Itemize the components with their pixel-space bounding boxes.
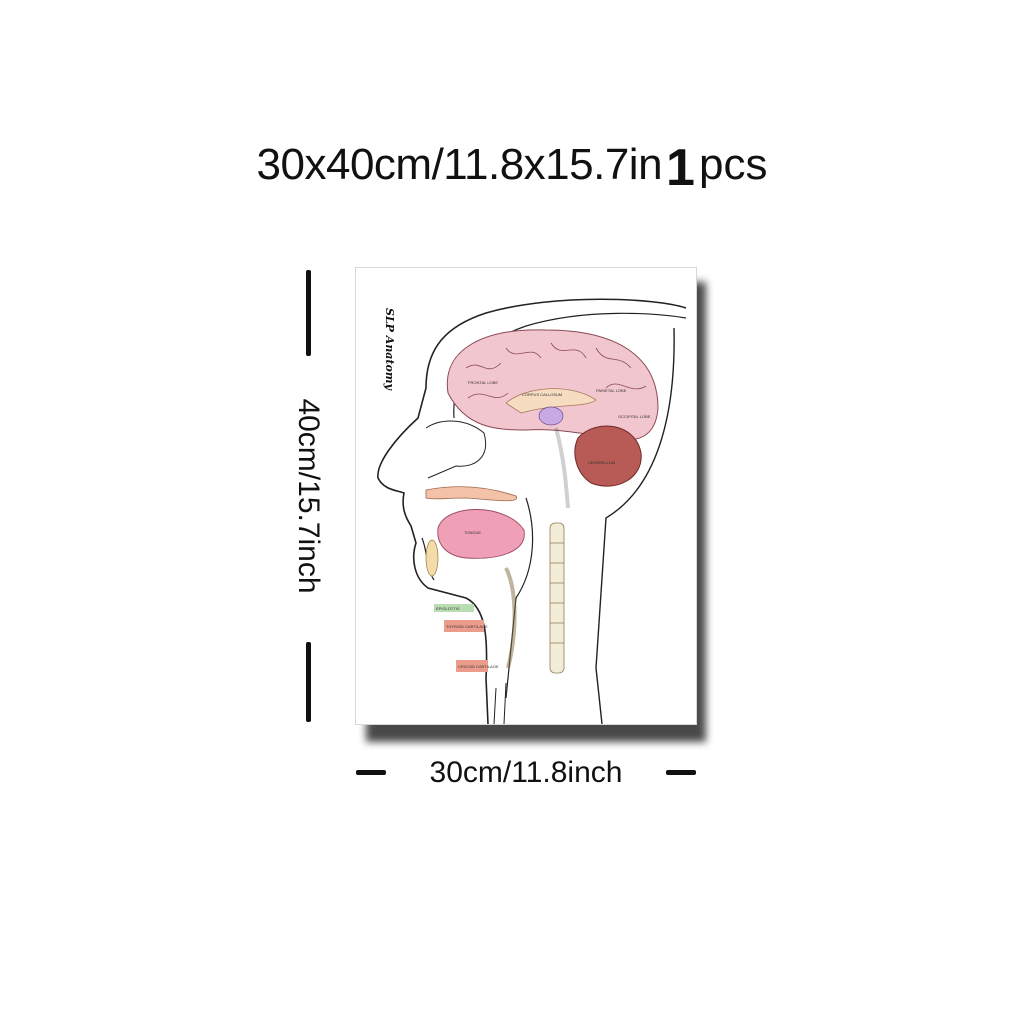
brainstem bbox=[554, 427, 570, 509]
height-dimension-bar-bottom bbox=[306, 642, 311, 722]
lower-lip bbox=[425, 539, 439, 577]
product-size-headline: 30x40cm/11.8x15.7in1pcs bbox=[0, 132, 1024, 197]
vertebrae bbox=[550, 542, 564, 644]
pharynx bbox=[505, 497, 534, 699]
brain-gyri bbox=[465, 342, 647, 399]
width-dimension-bar-left bbox=[356, 770, 386, 775]
neck-back-line bbox=[595, 327, 675, 724]
height-dimension: 40cm/15.7inch bbox=[280, 268, 340, 724]
label-epiglottis: EPIGLOTTIS bbox=[436, 606, 460, 611]
width-dimension-label: 30cm/11.8inch bbox=[429, 756, 623, 789]
size-text: 30x40cm/11.8x15.7in bbox=[256, 140, 663, 189]
label-occipital-lobe: OCCIPITAL LOBE bbox=[618, 414, 651, 419]
nasal-cavity bbox=[425, 420, 487, 479]
width-dimension: 30cm/11.8inch bbox=[356, 752, 696, 792]
quantity-number: 1 bbox=[666, 139, 695, 197]
width-dimension-bar-right bbox=[666, 770, 696, 775]
thyroid-tag bbox=[444, 620, 484, 632]
label-cerebellum: CEREBELLUM bbox=[588, 460, 615, 465]
cervical-spine bbox=[549, 522, 565, 674]
label-tongue: TONGUE bbox=[464, 530, 481, 535]
quantity-unit: pcs bbox=[698, 140, 768, 189]
height-dimension-bar-top bbox=[306, 270, 311, 356]
label-thyroid-cartilage: THYROID CARTILAGE bbox=[446, 624, 488, 629]
height-dimension-label: 40cm/15.7inch bbox=[292, 398, 325, 594]
anatomy-illustration: SLP Anatomy FRONTAL LOBE CORPUS CALLOSUM… bbox=[377, 298, 687, 724]
thalamus bbox=[538, 406, 564, 426]
epiglottis-tag bbox=[434, 604, 474, 612]
label-frontal-lobe: FRONTAL LOBE bbox=[468, 380, 498, 385]
label-cricoid-cartilage: CRICOID CARTILAGE bbox=[458, 664, 499, 669]
tongue bbox=[437, 509, 525, 559]
poster-title: SLP Anatomy bbox=[383, 308, 396, 391]
label-corpus-callosum: CORPUS CALLOSUM bbox=[522, 392, 562, 397]
hard-palate bbox=[425, 486, 517, 502]
cerebellum bbox=[574, 425, 642, 487]
cricoid-tag bbox=[456, 660, 488, 672]
head-outline bbox=[377, 298, 687, 724]
label-parietal-lobe: PARIETAL LOBE bbox=[596, 388, 627, 393]
trachea bbox=[504, 567, 517, 669]
poster-canvas: SLP Anatomy FRONTAL LOBE CORPUS CALLOSUM… bbox=[355, 267, 697, 725]
airway-rings bbox=[493, 682, 507, 724]
